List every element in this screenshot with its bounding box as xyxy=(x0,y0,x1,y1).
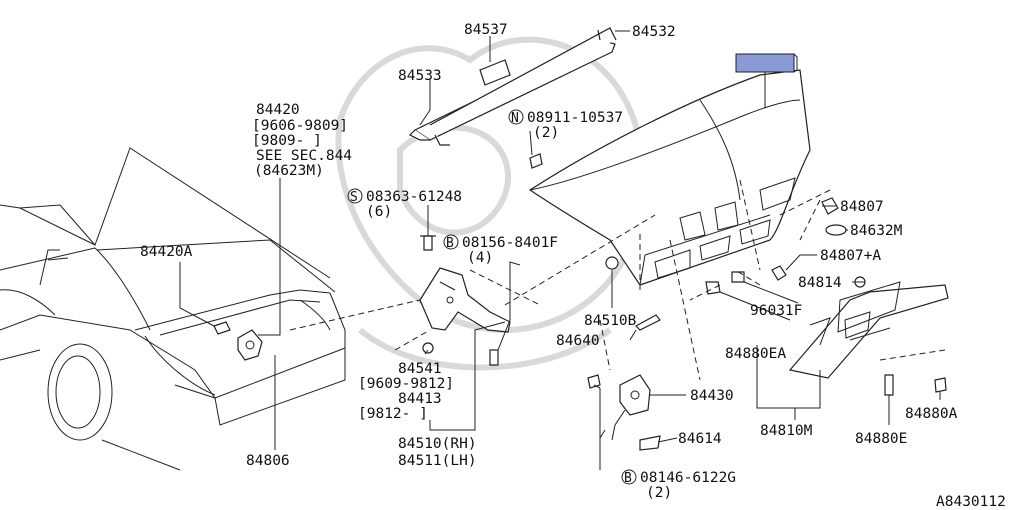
label-84413: 84413 xyxy=(398,391,442,407)
trunk-lid-hinge xyxy=(419,153,619,366)
label-84807: 84807 xyxy=(840,199,884,215)
weatherstrip-clip-rod xyxy=(408,27,617,146)
clip-84880ea xyxy=(705,281,721,295)
dashed-assembly-lines xyxy=(289,179,946,381)
label-b-bolt-2-qty: (2) xyxy=(646,485,672,501)
label-84807a: 84807+A xyxy=(820,248,881,264)
label-84632m: 84632M xyxy=(850,223,903,239)
circle-b-letter-1: B xyxy=(446,236,454,251)
b-circle-icon-1 xyxy=(443,234,459,250)
n-circle-icon xyxy=(508,109,524,125)
label-84614: 84614 xyxy=(678,431,722,447)
label-84420-ref: (84623M) xyxy=(254,163,324,179)
opener-rod xyxy=(635,314,661,331)
label-84541: 84541 xyxy=(398,361,442,377)
clip-96031f xyxy=(731,271,745,283)
circle-n-letter: N xyxy=(511,111,519,126)
label-84537: 84537 xyxy=(464,22,508,38)
label-84420-range2: [9809- ] xyxy=(252,133,322,149)
label-b-bolt-1-qty: (4) xyxy=(467,250,493,266)
label-s-screw: 08363-61248 xyxy=(366,189,462,205)
label-84430: 84430 xyxy=(690,388,734,404)
label-84420: 84420 xyxy=(256,102,300,118)
label-84420a: 84420A xyxy=(140,244,193,260)
label-84806: 84806 xyxy=(246,453,290,469)
trunk-lid-lock-on-car xyxy=(213,321,263,361)
leader-lines xyxy=(179,30,941,470)
label-84420-range1: [9606-9809] xyxy=(252,118,348,134)
label-84814: 84814 xyxy=(798,275,842,291)
circle-b-letter-2: B xyxy=(624,471,632,486)
trunk-lid-panel xyxy=(528,69,811,286)
b-circle-icon-2 xyxy=(621,469,637,485)
label-84541-range: [9609-9812] xyxy=(358,376,454,392)
label-s-screw-qty: (6) xyxy=(366,204,392,220)
label-84510-rh: 84510(RH) xyxy=(398,436,477,452)
label-b-bolt-1: 08156-8401F xyxy=(462,235,558,251)
label-b-bolt-2: 08146-6122G xyxy=(640,470,736,486)
part-highlight-tag xyxy=(735,53,795,73)
label-n-bolt-qty: (2) xyxy=(533,125,559,141)
s-circle-icon xyxy=(347,188,363,204)
car-body-illustration xyxy=(0,147,346,471)
label-84640: 84640 xyxy=(556,333,600,349)
bumper-rubber-84807a xyxy=(771,265,787,281)
diagram-code: A8430112 xyxy=(936,494,1006,510)
label-96031f: 96031F xyxy=(750,303,802,319)
label-84880e: 84880E xyxy=(855,431,907,447)
label-84810m: 84810M xyxy=(760,423,813,439)
label-84533: 84533 xyxy=(398,68,442,84)
label-84880a: 84880A xyxy=(905,406,958,422)
circle-s-letter: S xyxy=(350,190,358,205)
label-n-bolt: 08911-10537 xyxy=(527,110,623,126)
label-84532: 84532 xyxy=(632,24,676,40)
label-84511-lh: 84511(LH) xyxy=(398,453,477,469)
label-84413-range: [9812- ] xyxy=(358,406,428,422)
label-84510b: 84510B xyxy=(584,313,637,329)
trunk-lid-finisher xyxy=(788,276,949,396)
plug-84632m xyxy=(825,224,847,236)
part-labels: 84537 84532 84533 84420 [9606-9809] [980… xyxy=(140,22,1006,510)
label-84880ea: 84880EA xyxy=(725,346,786,362)
trunk-lid-lock xyxy=(587,374,661,451)
label-84420-see-section: SEE SEC.844 xyxy=(256,148,352,164)
